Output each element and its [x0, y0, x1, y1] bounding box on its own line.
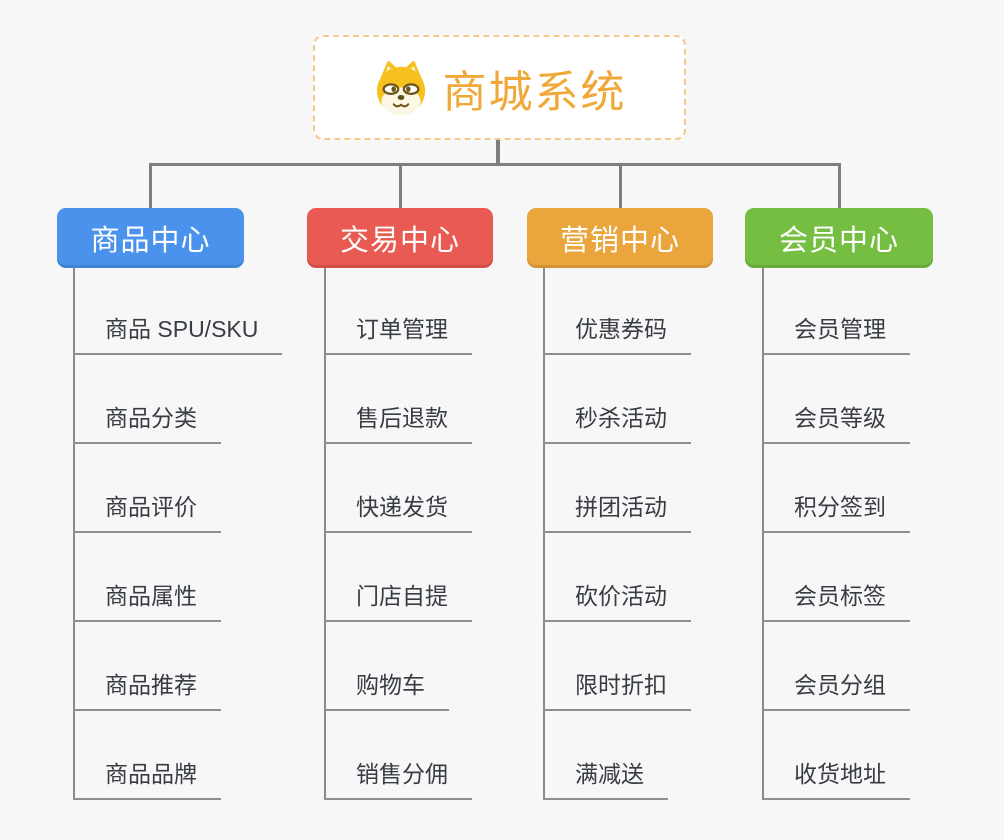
leaf-label: 订单管理	[356, 316, 448, 343]
leaf-item[interactable]: 快递发货	[324, 444, 472, 533]
leaf-item[interactable]: 销售分佣	[324, 711, 472, 800]
leaf-item[interactable]: 售后退款	[324, 355, 472, 444]
leaf-label: 会员分组	[794, 672, 886, 699]
leaf-label: 优惠券码	[575, 316, 667, 343]
leaf-item[interactable]: 商品属性	[73, 533, 221, 622]
leaf-item[interactable]: 满减送	[543, 711, 668, 800]
leaf-item[interactable]: 会员标签	[762, 533, 910, 622]
branch-vline	[762, 268, 764, 800]
leaf-item[interactable]: 商品品牌	[73, 711, 221, 800]
leaf-item[interactable]: 商品推荐	[73, 622, 221, 711]
leaf-item[interactable]: 限时折扣	[543, 622, 691, 711]
category-label: 会员中心	[778, 225, 899, 257]
leaf-item[interactable]: 会员管理	[762, 266, 910, 355]
leaf-label: 商品评价	[105, 494, 197, 521]
leaf-label: 商品 SPU/SKU	[105, 316, 259, 343]
branch-connector-hline	[149, 163, 841, 166]
leaf-item[interactable]: 商品 SPU/SKU	[73, 266, 283, 355]
leaf-label: 收货地址	[794, 761, 886, 788]
leaf-label: 商品属性	[105, 583, 197, 610]
leaf-item[interactable]: 拼团活动	[543, 444, 691, 533]
leaf-item[interactable]: 积分签到	[762, 444, 910, 533]
category-label: 营销中心	[559, 225, 680, 257]
category-node-member[interactable]: 会员中心	[745, 208, 933, 268]
leaf-item[interactable]: 订单管理	[324, 266, 472, 355]
root-title: 商城系统	[442, 67, 627, 117]
root-node[interactable]: 商城系统	[313, 35, 686, 140]
connector-drop-member	[838, 166, 841, 208]
leaf-label: 售后退款	[356, 405, 448, 432]
leaf-label: 商品分类	[105, 405, 197, 432]
leaf-item[interactable]: 商品评价	[73, 444, 221, 533]
leaf-label: 门店自提	[356, 583, 448, 610]
branch-column-member: 会员管理 会员等级 积分签到 会员标签 会员分组 收货地址	[762, 266, 910, 800]
leaf-item[interactable]: 收货地址	[762, 711, 910, 800]
connector-drop-product	[149, 166, 152, 208]
category-node-marketing[interactable]: 营销中心	[527, 208, 713, 268]
leaf-label: 秒杀活动	[575, 405, 667, 432]
category-label: 交易中心	[339, 225, 460, 257]
leaf-item[interactable]: 门店自提	[324, 533, 472, 622]
leaf-item[interactable]: 秒杀活动	[543, 355, 691, 444]
branch-column-trade: 订单管理 售后退款 快递发货 门店自提 购物车 销售分佣	[324, 266, 472, 800]
leaf-label: 商品推荐	[105, 672, 197, 699]
leaf-item[interactable]: 砍价活动	[543, 533, 691, 622]
branch-column-product: 商品 SPU/SKU 商品分类 商品评价 商品属性 商品推荐 商品品牌	[73, 266, 283, 800]
root-connector-stub	[496, 140, 500, 164]
branch-vline	[543, 268, 545, 800]
leaf-item[interactable]: 会员分组	[762, 622, 910, 711]
category-node-product[interactable]: 商品中心	[57, 208, 244, 268]
leaf-item[interactable]: 购物车	[324, 622, 449, 711]
leaf-item[interactable]: 商品分类	[73, 355, 221, 444]
leaf-label: 拼团活动	[575, 494, 667, 521]
leaf-item[interactable]: 会员等级	[762, 355, 910, 444]
leaf-label: 满减送	[575, 761, 644, 788]
branch-vline	[73, 268, 75, 800]
connector-drop-marketing	[619, 166, 622, 208]
connector-drop-trade	[399, 166, 402, 208]
leaf-label: 销售分佣	[356, 761, 448, 788]
leaf-label: 砍价活动	[575, 583, 667, 610]
leaf-label: 会员管理	[794, 316, 886, 343]
branch-vline	[324, 268, 326, 800]
leaf-label: 会员等级	[794, 405, 886, 432]
category-label: 商品中心	[90, 225, 211, 257]
leaf-label: 快递发货	[356, 494, 448, 521]
leaf-item[interactable]: 优惠券码	[543, 266, 691, 355]
branch-column-marketing: 优惠券码 秒杀活动 拼团活动 砍价活动 限时折扣 满减送	[543, 266, 691, 800]
leaf-label: 购物车	[356, 672, 425, 699]
leaf-label: 会员标签	[794, 583, 886, 610]
shiba-dog-icon	[373, 60, 429, 116]
leaf-label: 限时折扣	[575, 672, 667, 699]
leaf-label: 积分签到	[794, 494, 886, 521]
category-node-trade[interactable]: 交易中心	[307, 208, 493, 268]
leaf-label: 商品品牌	[105, 761, 197, 788]
